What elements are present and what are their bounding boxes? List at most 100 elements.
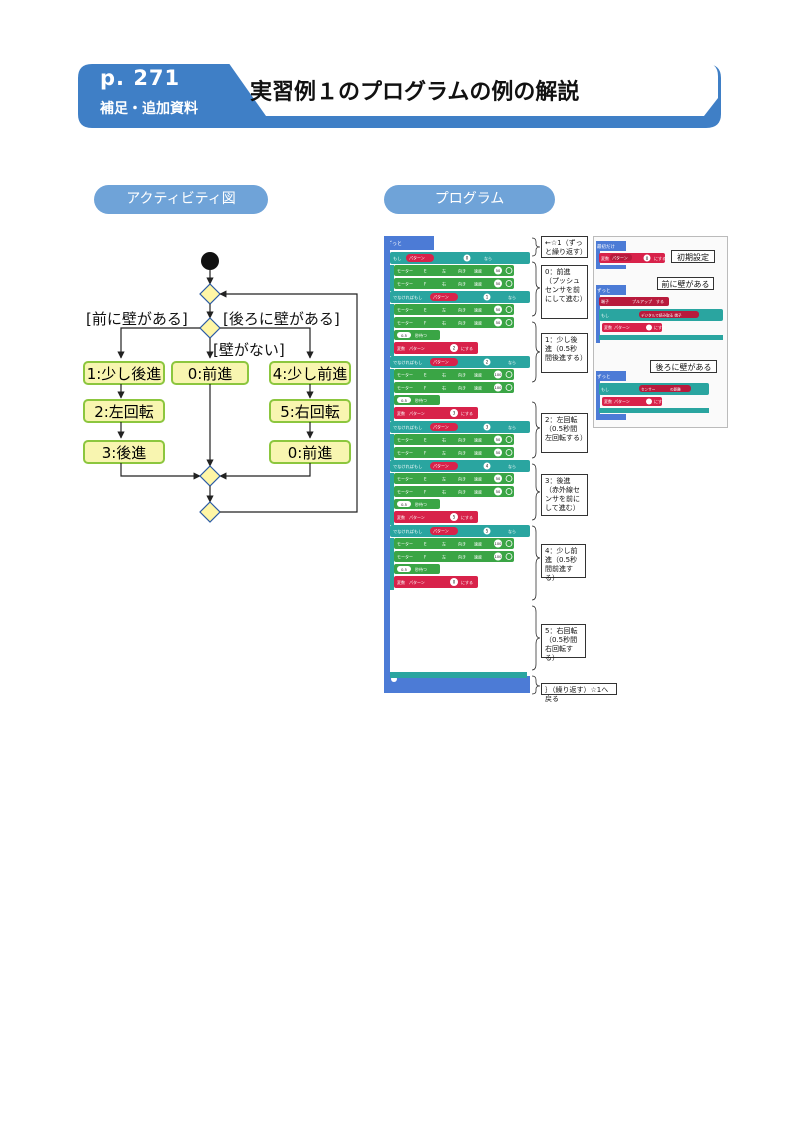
motor-speed-circle-4-0 (494, 474, 502, 483)
motor-port-3-0: E (424, 438, 427, 443)
motor-speed-circle-3-1 (494, 448, 502, 457)
branch-var-pill-2 (430, 358, 458, 366)
branch-then-4: なら (508, 463, 516, 469)
side-if-2: もし (601, 387, 609, 392)
set-var-1: 変数 (397, 345, 405, 351)
motor-block-0-0 (394, 265, 514, 276)
motor-port-2-0: E (424, 373, 427, 378)
motor-speed-label-2-0: 速度 (474, 372, 482, 378)
set-block-2 (394, 407, 478, 419)
motor-side-0-1: 右 (442, 281, 446, 287)
branch-value-0: 0 (466, 256, 469, 261)
motor-label-2-0: モーター (397, 372, 413, 378)
motor-dir-0-0: 向き (458, 268, 466, 274)
motor-label-4-0: モーター (397, 476, 413, 482)
action-left-turn (83, 399, 165, 423)
minus-icon-0-1 (505, 280, 513, 287)
motor-port-1-1: F (424, 321, 427, 326)
action-back-label: 3:後進 (102, 444, 147, 462)
motor-speed-2-0: 100 (495, 373, 503, 377)
motor-dir-5-1: 向き (458, 554, 466, 560)
motor-dir-5-0: 向き (458, 541, 466, 547)
set-var-name-2: パターン (409, 410, 425, 416)
motor-speed-circle-0-1 (494, 279, 502, 288)
guard-no-wall: [壁がない] (213, 341, 285, 359)
motor-speed-label-0-0: 速度 (474, 268, 482, 274)
motor-speed-circle-3-0 (494, 435, 502, 444)
wait-value-pill-4 (397, 501, 411, 507)
branch-value-3: 3 (486, 425, 489, 430)
motor-block-1-0 (394, 304, 514, 315)
on-start-label: 最初だけ (597, 243, 615, 250)
set-value-1: 2 (453, 346, 456, 351)
motor-side-1-1: 右 (442, 320, 446, 326)
minus-icon-2-0 (505, 371, 513, 378)
motor-speed-0-1: 50 (496, 282, 501, 286)
motor-side-2-1: 右 (442, 385, 446, 391)
motor-side-5-1: 左 (442, 554, 446, 560)
motor-block-5-1 (394, 551, 514, 562)
motor-speed-label-2-1: 速度 (474, 385, 482, 391)
branch-value-circle-0 (463, 254, 471, 262)
motor-dir-0-1: 向き (458, 281, 466, 287)
init-set-to: にする (654, 255, 666, 261)
init-var-name: パターン (612, 255, 628, 261)
motor-dir-1-0: 向き (458, 307, 466, 313)
motor-speed-0-0: 50 (496, 269, 501, 273)
label-front-wall: 前に壁がある (657, 277, 714, 290)
motor-speed-label-4-1: 速度 (474, 489, 482, 495)
branch-var-4: パターン (433, 463, 449, 469)
motor-speed-label-5-1: 速度 (474, 554, 482, 560)
branch-value-4: 4 (486, 464, 489, 469)
motor-speed-label-4-0: 速度 (474, 476, 482, 482)
branch-keyword-1: でなければもし (393, 294, 422, 301)
wait-label-1: 秒待つ (415, 332, 427, 338)
note-braces (531, 237, 541, 695)
branch-then-1: なら (508, 294, 516, 300)
branch-var-pill-3 (430, 423, 458, 431)
branch-body-bar-2 (390, 369, 394, 421)
set-var-name-1: パターン (409, 345, 425, 351)
motor-block-3-0 (394, 434, 514, 445)
page-number: p. 271 (100, 66, 181, 90)
action-back (83, 440, 165, 464)
branch-value-5: 5 (486, 529, 489, 534)
minus-icon-5-0 (505, 540, 513, 547)
label-back-wall: 後ろに壁がある (650, 360, 717, 373)
init-value: 0 (646, 256, 649, 261)
branch-var-3: パターン (433, 424, 449, 430)
wait-value-pill-2 (397, 397, 411, 403)
motor-speed-circle-1-1 (494, 318, 502, 327)
activity-diagram: [前に壁がある] [後ろに壁がある] [壁がない] 1:少し後進 2:左回転 3… (83, 252, 358, 523)
branch-body-bar-1 (390, 304, 394, 356)
branch-var-pill-1 (430, 293, 458, 301)
note-branch-5: 5：右回転（0.5秒間右回転する） (541, 624, 586, 662)
set-var-5: 変数 (397, 579, 405, 585)
motor-speed-circle-2-0 (494, 370, 502, 379)
motor-speed-circle-5-0 (494, 539, 502, 548)
motor-speed-circle-5-1 (494, 552, 502, 561)
motor-port-0-0: E (424, 269, 427, 274)
motor-dir-4-0: 向き (458, 476, 466, 482)
set-var-name-5: パターン (409, 579, 425, 585)
branch-keyword-2: でなければもし (393, 359, 422, 366)
note-branch-0: 0：前進（プッシュセンサを前にして進む） (541, 265, 588, 319)
motor-block-4-1 (394, 486, 514, 497)
motor-speed-circle-0-0 (494, 266, 502, 275)
motor-port-0-1: F (424, 282, 427, 287)
digital-read-label: デジタルで読み取る 端子 (641, 313, 682, 318)
set-value-5: 0 (453, 580, 456, 585)
motor-speed-5-0: 100 (495, 542, 503, 546)
side-set-var-1: 変数 (604, 324, 612, 330)
page-header: p. 271 補足・追加資料 実習例１のプログラムの例の解説 (78, 58, 721, 128)
distance-label: の距離 (670, 387, 681, 392)
branch-value-1: 1 (486, 295, 489, 300)
wait-label-2: 秒待つ (415, 397, 427, 403)
motor-side-1-0: 左 (442, 307, 446, 313)
motor-port-5-1: F (424, 555, 427, 560)
branch-condition-1 (390, 291, 530, 303)
branch-var-2: パターン (433, 359, 449, 365)
action-forward-2-label: 0:前進 (288, 444, 333, 462)
do-label: する (656, 298, 664, 304)
